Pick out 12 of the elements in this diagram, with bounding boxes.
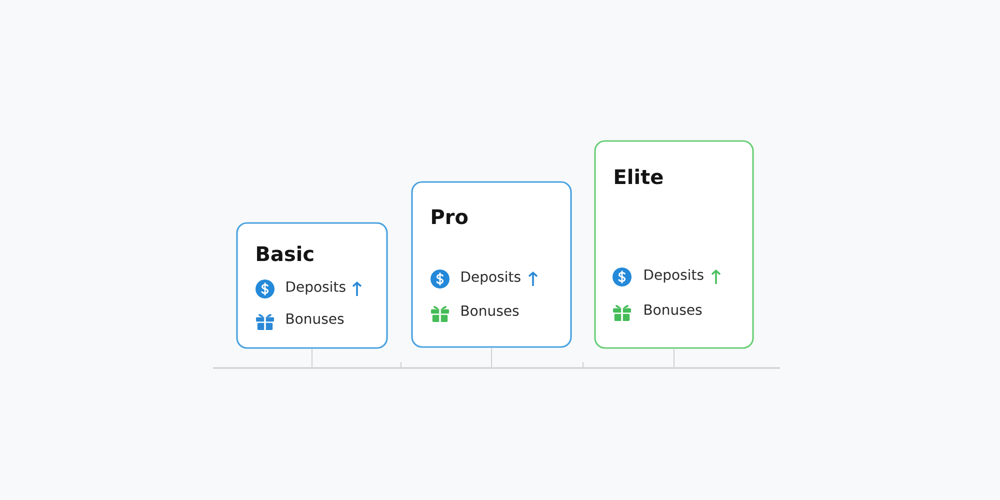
row-label: Bonuses [644, 304, 702, 315]
row-label: Bonuses [462, 306, 519, 316]
row-label: Deposits [286, 281, 346, 295]
connector-line [674, 348, 675, 368]
card-title: Pro [432, 209, 468, 224]
row-label: Deposits [462, 271, 520, 285]
row-label: Deposits [644, 269, 704, 283]
row-label: Bonuses [286, 314, 344, 324]
timeline-bar [213, 367, 780, 369]
connector-line [491, 347, 492, 368]
card-title: Basic [257, 246, 314, 262]
card-title: Elite [615, 168, 663, 184]
